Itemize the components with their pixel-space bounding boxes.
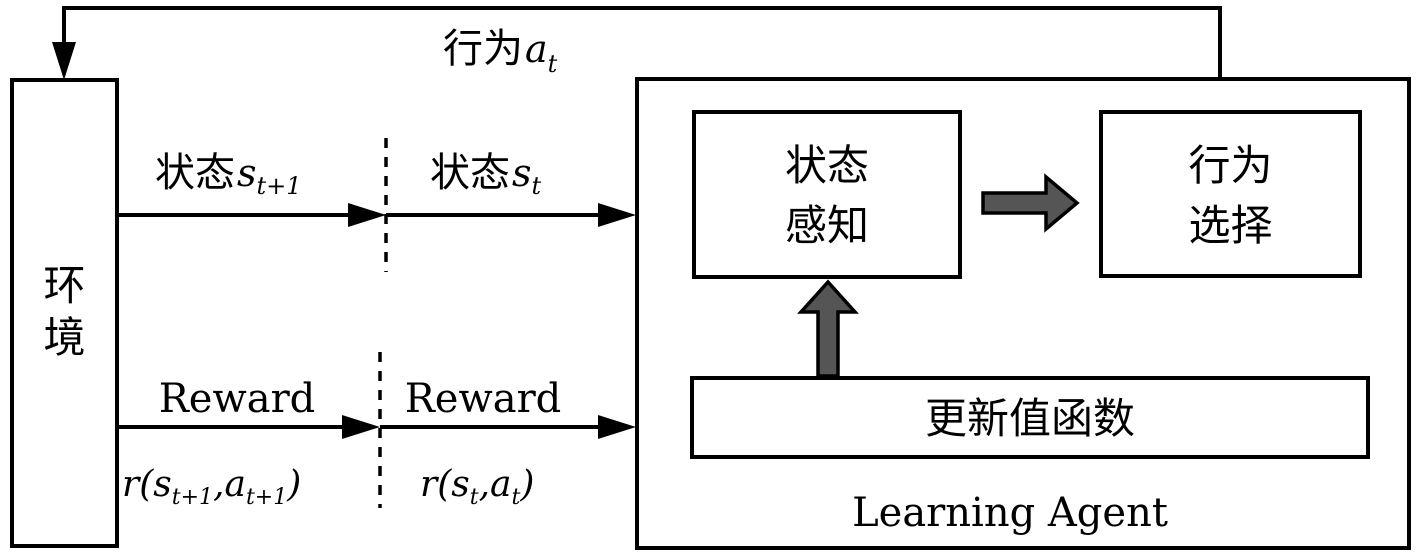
reward-right-r: r( — [420, 464, 452, 505]
action-loop-line — [62, 6, 1222, 79]
action-subscript: t — [548, 50, 558, 78]
reward-right-a: a — [490, 464, 511, 505]
state-perception-line1: 状态 — [785, 141, 869, 190]
reward-right-label: Reward — [405, 376, 562, 422]
reward-left-label: Reward — [159, 376, 316, 422]
agent-title: Learning Agent — [852, 490, 1168, 536]
reward-right-close: ) — [519, 464, 534, 505]
reward-arrow-right-head — [598, 415, 636, 439]
reward-right-s: s — [451, 464, 469, 505]
state-right-label: 状态st — [430, 150, 542, 200]
reward-right-formula: r(st,at) — [420, 464, 534, 510]
environment-label-line2: 境 — [43, 313, 85, 362]
action-selection-line1: 行为 — [1188, 141, 1272, 190]
reward-left-close: ) — [286, 464, 301, 505]
update-value-function-box — [690, 376, 1370, 459]
state-left-label: 状态st+1 — [155, 150, 302, 200]
state-left-subscript: t+1 — [257, 172, 302, 200]
reward-left-formula: r(st+1,at+1) — [122, 464, 301, 510]
update-value-function-label: 更新值函数 — [925, 394, 1135, 443]
action-label: 行为at — [443, 26, 558, 78]
reward-left-s-sub: t+1 — [172, 485, 213, 510]
environment-label-line1: 环 — [43, 261, 85, 310]
state-right-subscript: t — [532, 172, 542, 200]
reward-left-a: a — [224, 464, 245, 505]
state-perception-box — [692, 110, 962, 279]
reward-left-s: s — [153, 464, 171, 505]
state-right-symbol: s — [512, 151, 532, 195]
state-right-text: 状态 — [430, 150, 510, 196]
perception-to-selection-arrow — [981, 173, 1080, 233]
action-selection-box — [1099, 110, 1362, 278]
reward-left-r: r( — [122, 464, 154, 505]
environment-box — [10, 78, 119, 548]
state-arrow-left-head — [348, 203, 386, 227]
reward-left-comma: , — [213, 464, 224, 505]
action-symbol: a — [525, 27, 548, 71]
reward-arrow-left-head — [342, 415, 380, 439]
state-left-text: 状态 — [155, 150, 235, 196]
action-arrowhead — [52, 42, 76, 80]
action-selection-line2: 选择 — [1188, 201, 1272, 250]
state-left-symbol: s — [237, 151, 257, 195]
reward-right-comma: , — [479, 464, 490, 505]
state-arrow-right-head — [598, 203, 636, 227]
reward-right-a-sub: t — [512, 485, 521, 510]
state-perception-line2: 感知 — [785, 201, 869, 250]
update-to-perception-arrow — [797, 279, 859, 378]
action-label-text: 行为 — [443, 26, 523, 72]
reward-left-a-sub: t+1 — [246, 485, 287, 510]
reward-right-s-sub: t — [470, 485, 479, 510]
